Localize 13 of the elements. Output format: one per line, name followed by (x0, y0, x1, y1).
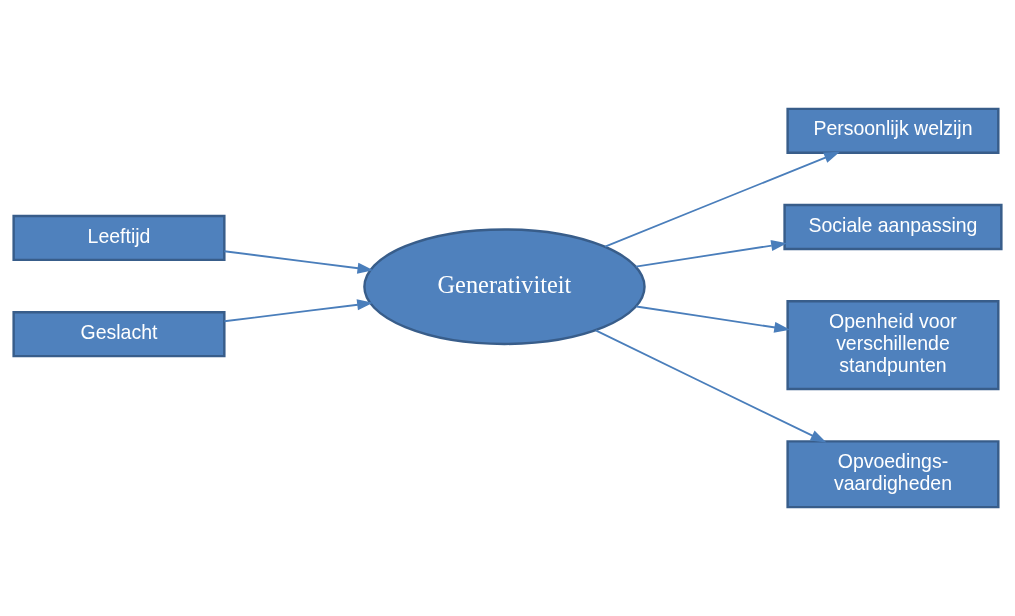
arrow (634, 240, 788, 268)
arrow (223, 250, 374, 274)
arrow (604, 151, 840, 248)
node-box: Sociale aanpassing (783, 203, 1003, 251)
arrow (223, 299, 373, 323)
node-ellipse: Generativiteit (363, 228, 646, 346)
node-box: Leeftijd (12, 214, 226, 262)
arrow (635, 305, 791, 333)
node-box: Openheid voor verschillende standpunten (786, 300, 1000, 391)
node-box: Opvoedings- vaardigheden (786, 440, 1000, 509)
node-box: Persoonlijk welzijn (786, 107, 1000, 154)
node-box: Geslacht (12, 311, 226, 358)
arrow (594, 329, 827, 443)
